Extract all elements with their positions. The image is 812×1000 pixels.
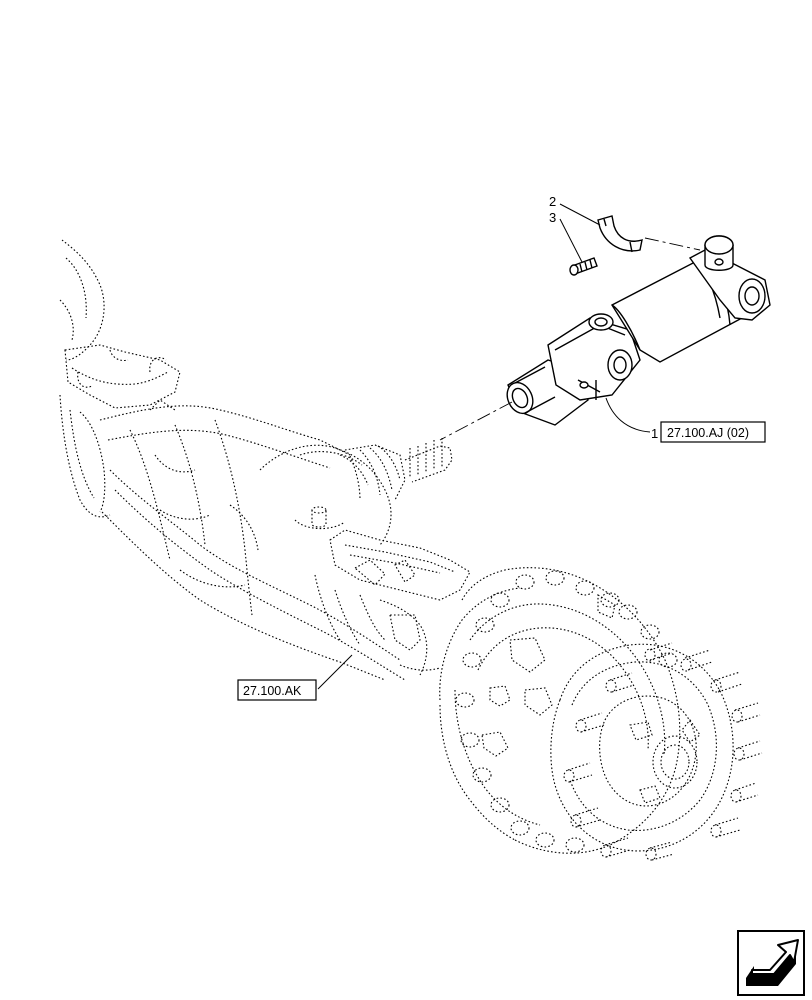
bolt-part (569, 257, 598, 276)
leader-lines (317, 203, 651, 690)
callout-3: 3 (549, 210, 556, 225)
axle-housing-reference-box (237, 679, 317, 701)
assembly-centerlines (439, 237, 701, 441)
callout-2: 2 (549, 194, 556, 209)
axle-housing-callout: 27.100.AK (237, 679, 317, 701)
next-page-arrow-icon[interactable] (737, 930, 805, 996)
callout-1: 1 27.100.AJ (02) (651, 421, 766, 443)
callout-2-number: 2 (549, 194, 556, 209)
callout-3-number: 3 (549, 210, 556, 225)
drive-shaft-part (506, 235, 771, 426)
clamp-part (597, 215, 643, 253)
axle-housing-reference-link[interactable]: 27.100.AK (243, 684, 302, 698)
callout-1-reference-link[interactable]: 27.100.AJ (02) (667, 426, 749, 440)
callout-1-reference-box (660, 421, 766, 443)
callout-1-number: 1 (651, 426, 658, 441)
axle-assembly-ghost (59, 239, 763, 861)
